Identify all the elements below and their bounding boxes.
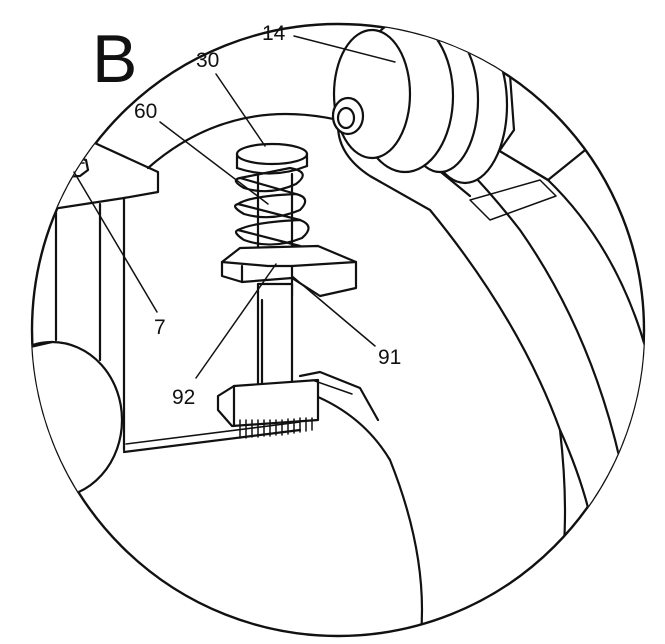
lower-left-drum [32,340,124,500]
view-letter: B [92,21,137,97]
spring-assembly [234,142,310,258]
comb-base [216,370,380,439]
callout-91: 91 [378,346,401,369]
mechanism-drawing [32,24,644,636]
pulley-wheel [331,24,516,185]
leader-lines [73,35,396,379]
callout-7: 7 [154,316,166,339]
bolt-head [44,154,90,179]
detail-circle [30,22,646,638]
callout-14: 14 [262,22,286,45]
callout-60: 60 [134,100,157,123]
collar-block [220,244,358,298]
callout-30: 30 [196,49,219,72]
callout-92: 92 [172,386,195,409]
shaft [256,282,294,398]
